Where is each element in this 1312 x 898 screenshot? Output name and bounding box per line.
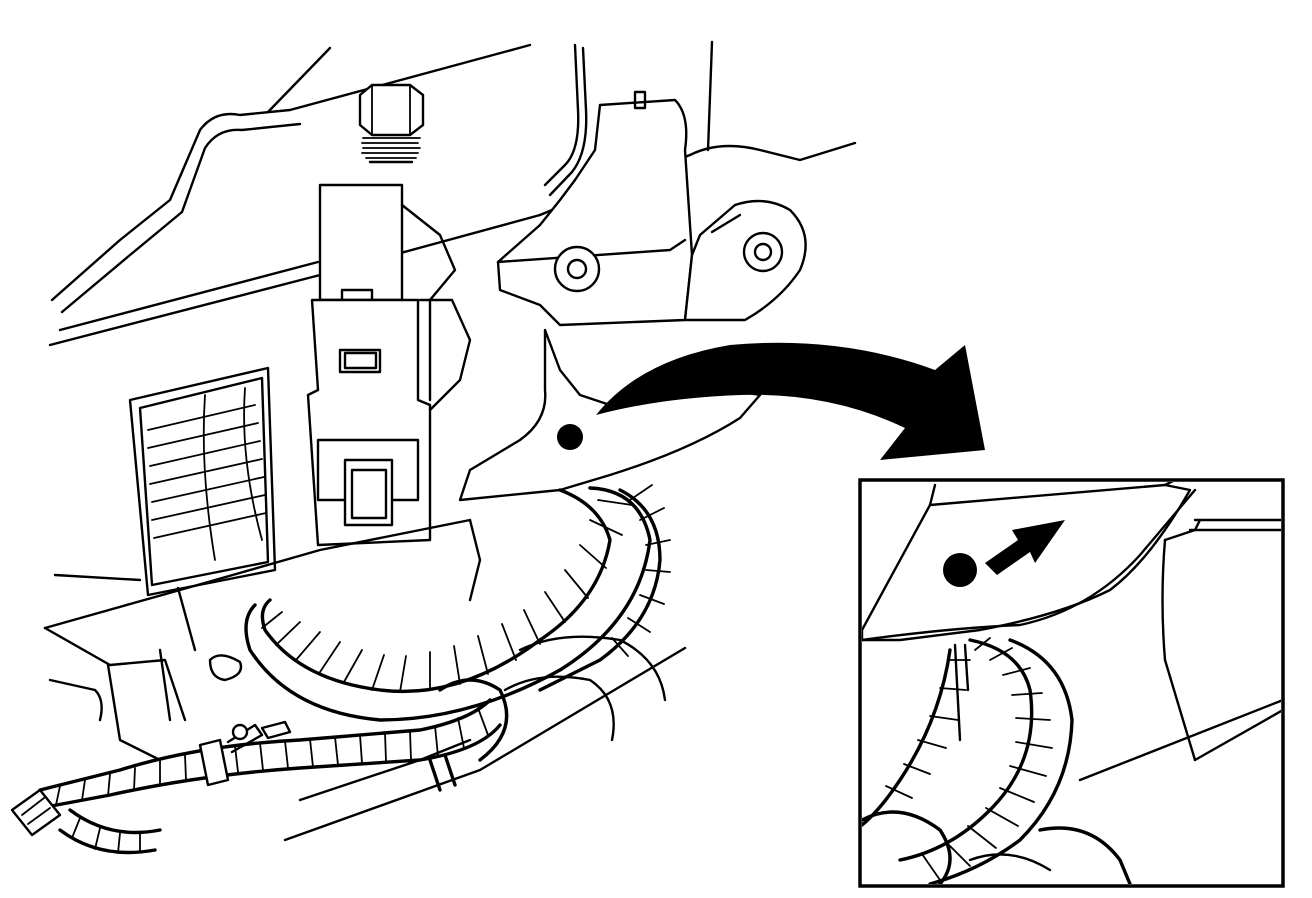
- relay-connector: [306, 183, 472, 547]
- bolt: [358, 83, 425, 164]
- callout-arrow-icon: [596, 342, 985, 460]
- wiring-harness: [10, 484, 671, 855]
- pointer-arrow-icon: [985, 520, 1065, 575]
- body-panel: [48, 43, 857, 347]
- lower-frame: [43, 518, 687, 842]
- main-view: [10, 40, 985, 855]
- support-plate: [458, 328, 762, 502]
- mounting-bracket: [496, 40, 807, 327]
- vent-grille: [128, 366, 277, 597]
- detail-inset: [858, 478, 1285, 888]
- location-dot-icon: [943, 553, 977, 587]
- location-dot-icon: [557, 424, 583, 450]
